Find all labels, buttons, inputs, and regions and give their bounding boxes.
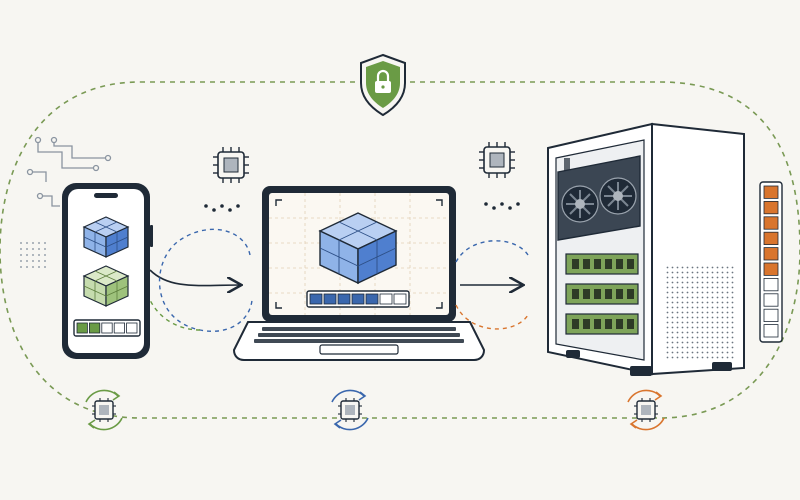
arrow-phone-to-laptop bbox=[149, 269, 240, 286]
cycle-arrows-icon bbox=[85, 389, 123, 431]
cube-stack-icon bbox=[82, 265, 130, 307]
progress-segment bbox=[763, 231, 779, 245]
cpu-chip-icon bbox=[338, 398, 362, 422]
progress-segment bbox=[365, 293, 379, 305]
progress-segment bbox=[763, 216, 779, 230]
shield-lock-icon bbox=[360, 53, 406, 117]
vent-grille bbox=[665, 265, 735, 360]
progress-segment bbox=[351, 293, 365, 305]
laptop-progress-bar bbox=[306, 290, 410, 308]
progress-segment bbox=[113, 322, 125, 334]
dashed-arc-right-orange bbox=[455, 304, 529, 330]
progress-segment bbox=[393, 293, 407, 305]
progress-segment bbox=[763, 185, 779, 199]
progress-segment bbox=[89, 322, 101, 334]
progress-segment bbox=[337, 293, 351, 305]
progress-segment bbox=[76, 322, 88, 334]
cpu-chip-icon bbox=[213, 147, 249, 183]
cycle-arrows-icon bbox=[627, 389, 665, 431]
progress-segment bbox=[763, 277, 779, 292]
progress-segment bbox=[309, 293, 323, 305]
progress-segment bbox=[763, 200, 779, 215]
cycle-arrows-icon bbox=[331, 389, 369, 431]
graphics-card-icon bbox=[557, 155, 641, 241]
dashed-arc-right bbox=[455, 240, 529, 263]
progress-segment bbox=[323, 293, 337, 305]
progress-segment bbox=[763, 293, 779, 307]
ram-module-icon bbox=[565, 253, 639, 275]
cpu-chip-icon bbox=[479, 142, 515, 178]
dashed-arc-left bbox=[158, 228, 253, 332]
dashed-arc-left-green bbox=[149, 299, 201, 331]
cube-stack-icon bbox=[318, 212, 398, 285]
progress-segment bbox=[101, 322, 113, 334]
circuit-traces-left bbox=[26, 136, 112, 207]
progress-segment bbox=[763, 324, 779, 338]
progress-segment bbox=[763, 247, 779, 261]
dot-trail bbox=[204, 204, 240, 212]
cpu-chip-icon bbox=[634, 398, 658, 422]
phone-progress-bar bbox=[73, 319, 141, 337]
ram-module-icon bbox=[565, 283, 639, 305]
server-load-gauge bbox=[759, 181, 783, 343]
cpu-chip-icon bbox=[92, 398, 116, 422]
progress-segment bbox=[763, 308, 779, 323]
dot-trail bbox=[484, 202, 520, 210]
dashed-loop-path bbox=[0, 81, 800, 419]
progress-segment bbox=[126, 322, 138, 334]
progress-segment bbox=[763, 262, 779, 276]
progress-segment bbox=[379, 293, 393, 305]
cube-stack-icon bbox=[82, 216, 130, 258]
ram-module-icon bbox=[565, 313, 639, 335]
server-tower bbox=[547, 122, 745, 376]
dot-grid-decoration bbox=[20, 240, 50, 270]
